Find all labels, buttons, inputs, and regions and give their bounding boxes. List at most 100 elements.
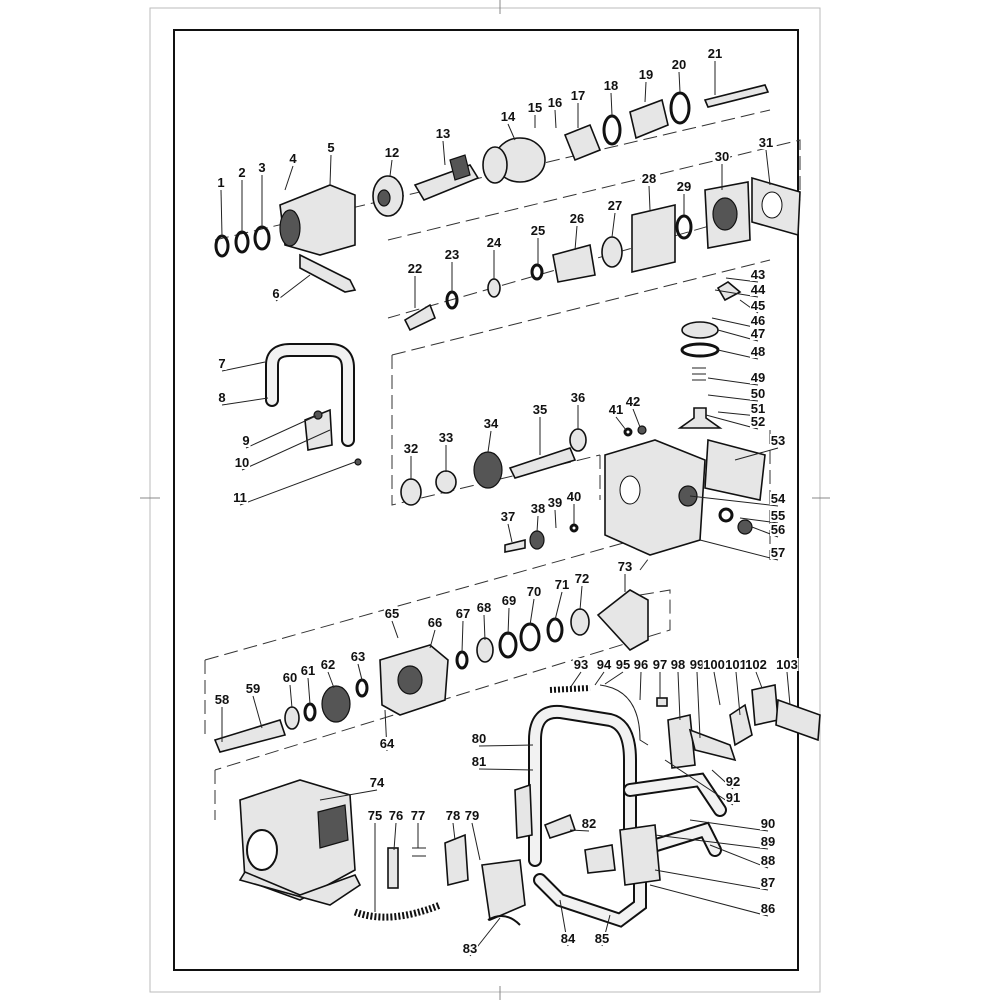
gear-housing-parts	[214, 84, 801, 332]
part-number-label: 28	[642, 171, 656, 186]
part-number-label: 80	[472, 731, 486, 746]
leader-line-43	[725, 277, 759, 283]
part-number-label: 97	[653, 657, 667, 672]
label-background	[483, 417, 499, 430]
part-number-label: 1	[217, 175, 224, 190]
label-background	[750, 402, 766, 415]
part-number-label: 22	[408, 261, 422, 276]
part-number-label: 77	[411, 808, 425, 823]
leader-line-6	[275, 274, 311, 302]
part-number-label: 34	[484, 416, 499, 431]
label-background	[670, 658, 686, 671]
label-background	[625, 395, 641, 408]
leader-line-94	[594, 671, 605, 686]
label-background	[615, 658, 631, 671]
label-background	[471, 732, 487, 745]
part-number-label: 42	[626, 394, 640, 409]
label-background	[500, 510, 516, 523]
label-background	[725, 791, 741, 804]
leader-line-39	[554, 509, 557, 529]
label-background	[216, 176, 226, 189]
label-background	[288, 152, 298, 165]
label-background	[707, 47, 723, 60]
label-background	[369, 776, 385, 789]
leader-line-37	[507, 523, 513, 543]
label-background	[300, 664, 316, 677]
leader-line-66	[429, 629, 436, 649]
label-background	[407, 262, 423, 275]
part-number-label: 88	[761, 853, 775, 868]
label-background	[760, 835, 776, 848]
label-background	[547, 96, 563, 109]
part-number-label: 49	[751, 370, 765, 385]
label-background	[607, 199, 623, 212]
label-background	[594, 932, 610, 945]
part-number-label: 54	[771, 491, 786, 506]
leader-line-74	[319, 789, 378, 801]
part-number-label: 7	[218, 356, 225, 371]
leader-line-81	[478, 768, 534, 771]
leader-line-80	[478, 744, 534, 747]
label-background	[320, 658, 336, 671]
leader-line-69	[507, 607, 510, 636]
label-background	[770, 509, 786, 522]
leader-line-13	[442, 140, 446, 166]
part-number-label: 76	[389, 808, 403, 823]
leader-line-90	[689, 819, 769, 832]
label-background	[435, 127, 451, 140]
label-background	[770, 434, 786, 447]
part-number-label: 51	[751, 401, 765, 416]
label-background	[574, 572, 590, 585]
part-number-label: 73	[618, 559, 632, 574]
label-background	[760, 876, 776, 889]
label-background	[410, 809, 426, 822]
part-number-label: 53	[771, 433, 785, 448]
label-background	[638, 68, 654, 81]
part-number-label: 23	[445, 247, 459, 262]
shaft-and-gearbox-parts	[400, 281, 766, 556]
leader-line-99	[696, 671, 701, 739]
label-background	[403, 442, 419, 455]
label-background	[271, 287, 281, 300]
leader-line-14	[507, 123, 516, 141]
label-background	[760, 817, 776, 830]
part-number-label: 63	[351, 649, 365, 664]
label-background	[241, 434, 251, 447]
part-number-label: 24	[487, 235, 502, 250]
leader-line-93	[569, 671, 582, 689]
label-background	[714, 150, 730, 163]
part-number-label: 68	[477, 600, 491, 615]
label-background	[501, 594, 517, 607]
part-number-label: 62	[321, 657, 335, 672]
leader-line-72	[579, 585, 583, 611]
label-background	[750, 345, 766, 358]
leader-line-52	[705, 414, 759, 430]
label-background	[234, 456, 250, 469]
leader-line-7	[221, 361, 266, 372]
part-number-label: 13	[436, 126, 450, 141]
label-background	[500, 110, 516, 123]
part-number-label: 78	[446, 808, 460, 823]
leader-line-71	[554, 591, 563, 621]
leader-line-53	[734, 447, 779, 461]
leader-line-86	[649, 884, 769, 917]
part-number-label: 21	[708, 46, 722, 61]
label-background	[282, 671, 298, 684]
leader-line-68	[483, 614, 486, 641]
leader-line-5	[329, 154, 332, 186]
part-number-label: 87	[761, 875, 775, 890]
label-background	[770, 523, 786, 536]
leader-line-1	[220, 189, 223, 237]
part-number-label: 70	[527, 584, 541, 599]
label-background	[671, 58, 687, 71]
part-number-label: 32	[404, 441, 418, 456]
label-background	[476, 601, 492, 614]
leader-line-89	[654, 834, 769, 850]
label-background	[427, 616, 443, 629]
label-background	[554, 578, 570, 591]
part-number-label: 38	[531, 501, 545, 516]
part-number-label: 40	[567, 489, 581, 504]
part-number-label: 44	[751, 282, 766, 297]
label-background	[445, 809, 461, 822]
part-number-label: 85	[595, 931, 609, 946]
